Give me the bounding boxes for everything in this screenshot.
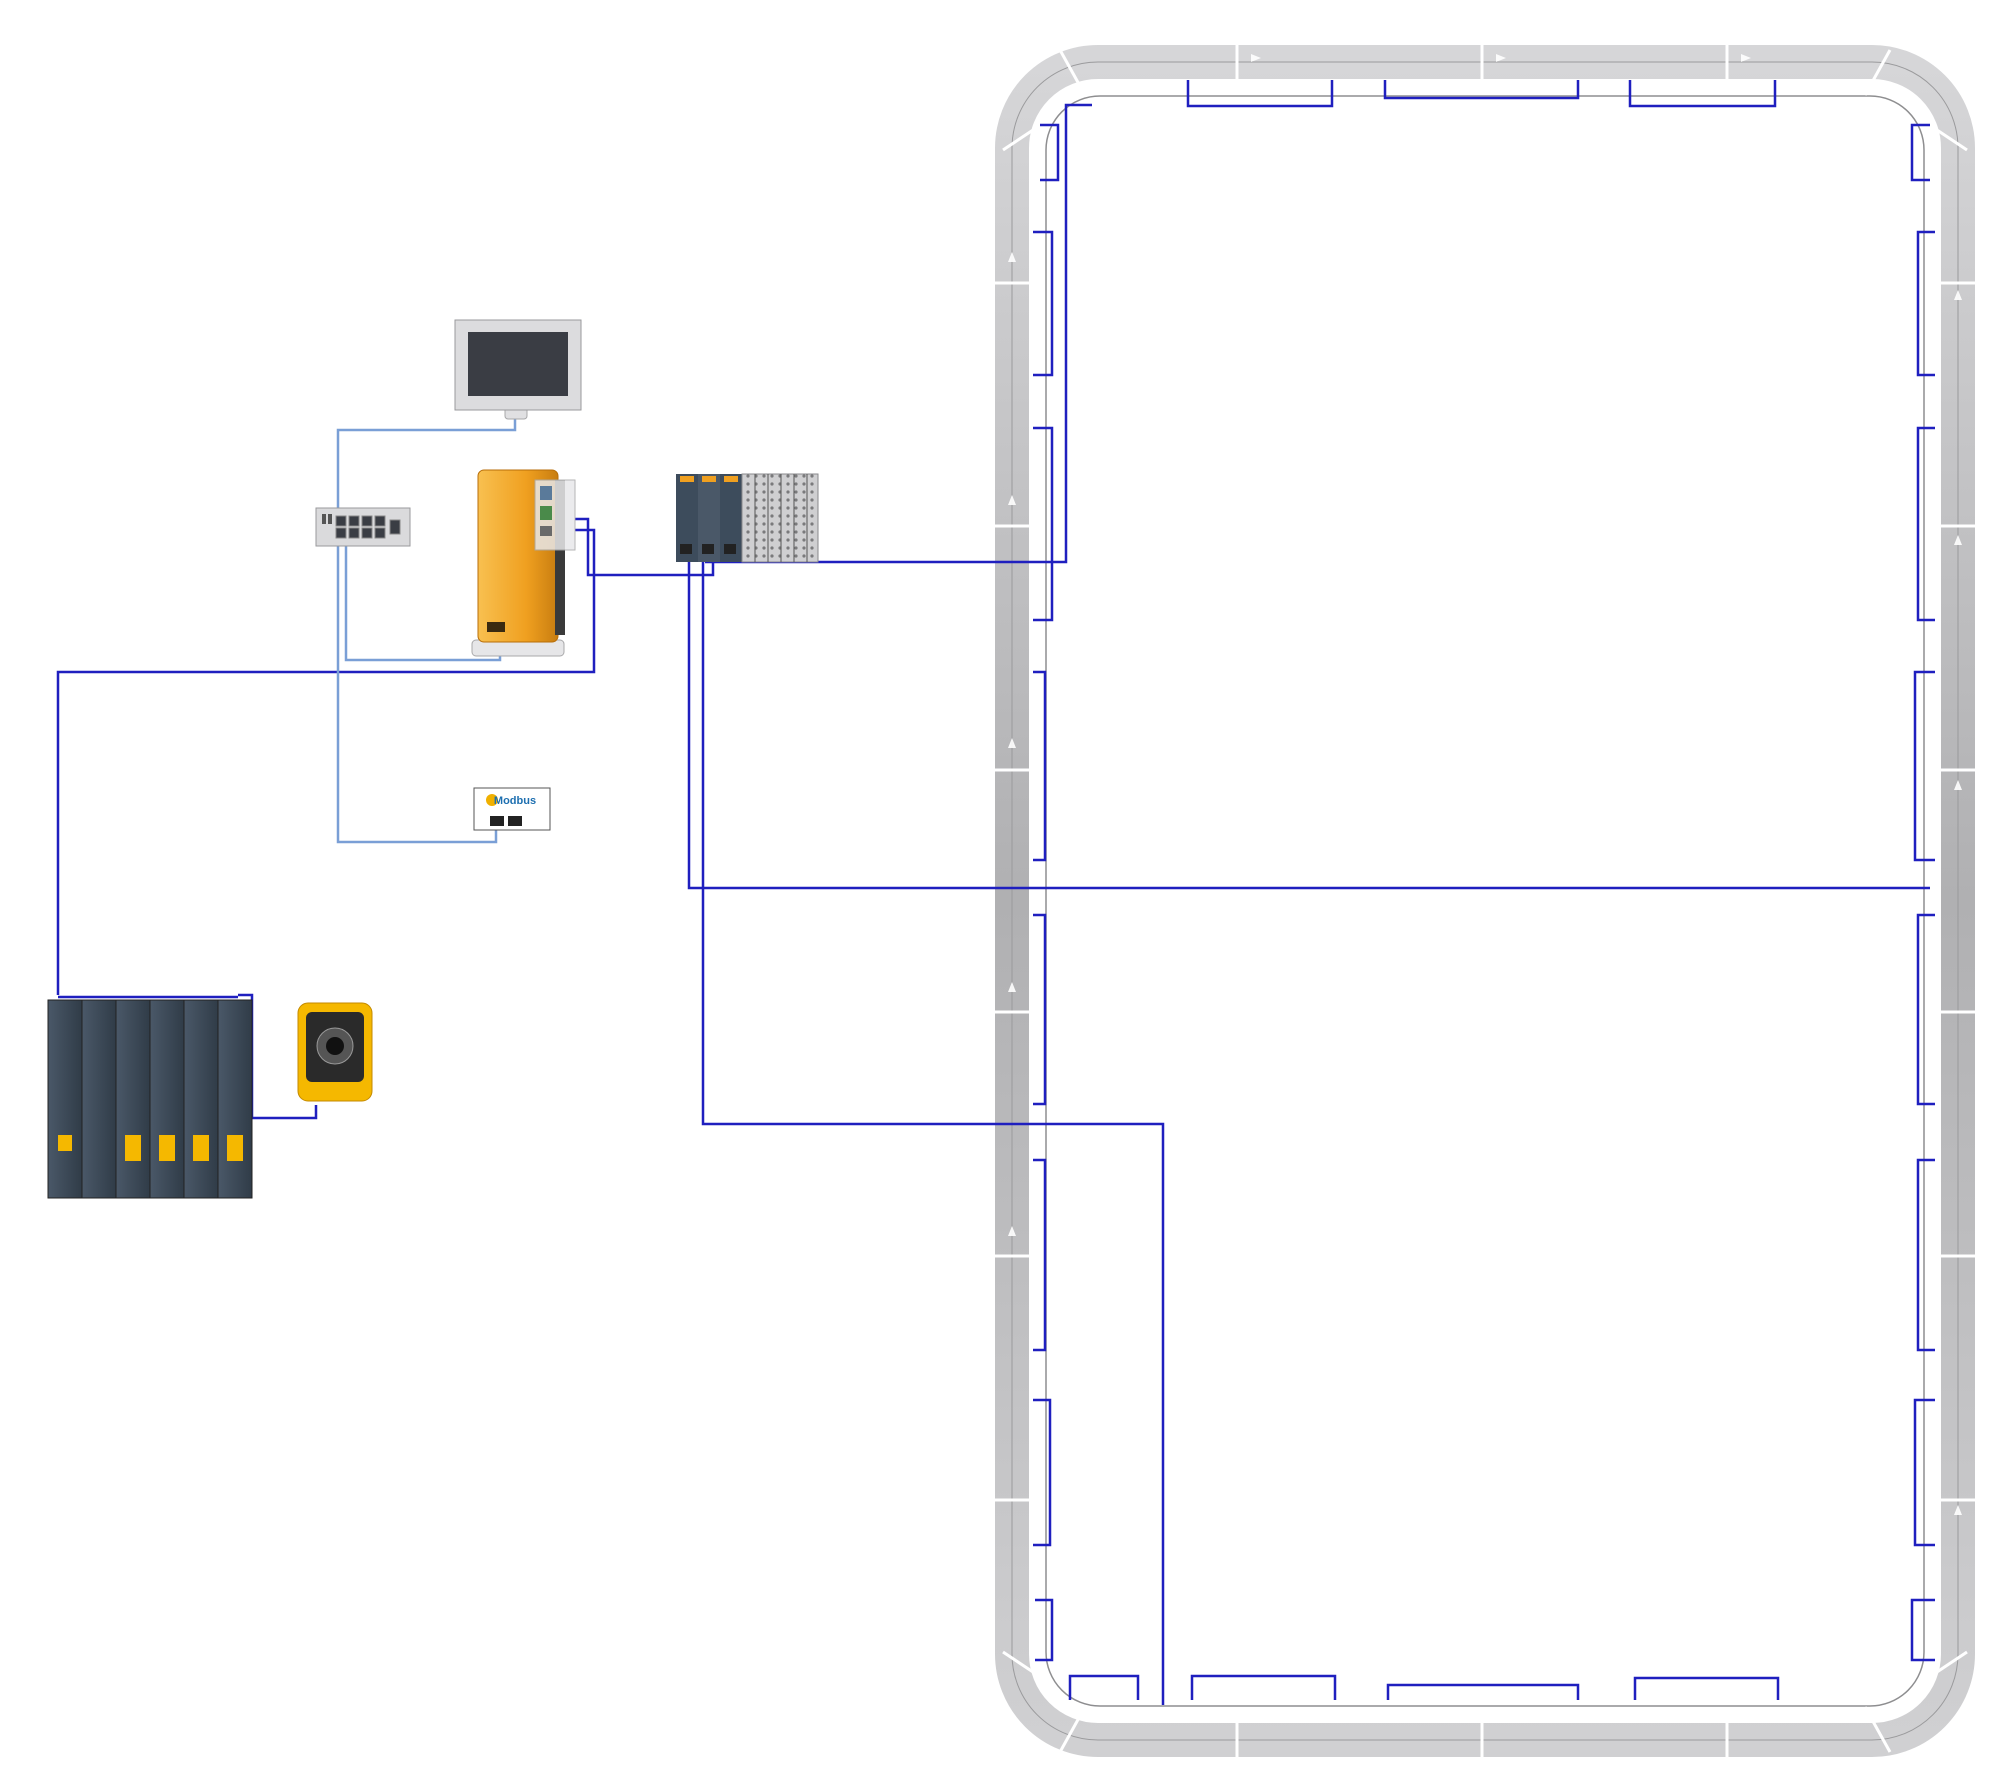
io-station-icon	[676, 474, 818, 562]
network-cables	[58, 105, 1930, 1705]
modbus-module-icon: Modbus	[474, 788, 550, 830]
servo-drive-icon	[48, 1000, 252, 1198]
smart-camera-icon	[298, 1003, 372, 1101]
conveyor-track-icon	[995, 45, 1975, 1757]
modbus-label: Modbus	[494, 795, 536, 807]
controller-icon	[472, 470, 575, 656]
network-switch-icon	[316, 508, 410, 546]
hmi-panel-icon	[455, 320, 581, 419]
track-segment-cables	[1033, 80, 1935, 1700]
